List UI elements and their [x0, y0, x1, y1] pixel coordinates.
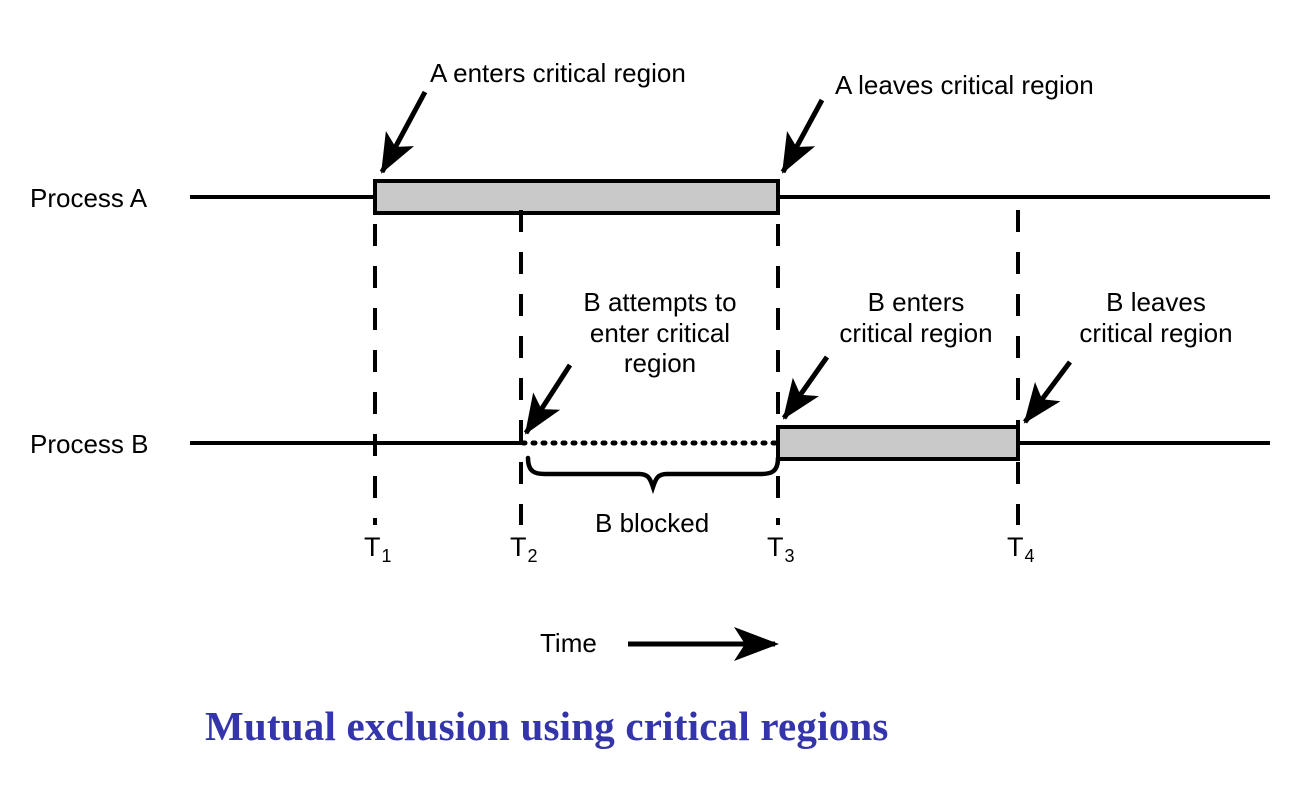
b-blocked-brace: [525, 455, 781, 495]
arrow-a-leaves-critical-region: [780, 98, 825, 174]
time-label-t3: T3: [767, 532, 795, 566]
time-label-t3-base: T: [767, 532, 784, 562]
annotation-b-attempts-line-1: B attempts to: [583, 287, 737, 317]
arrow-b-enters-critical-region: [781, 355, 830, 420]
time-label-t3-sub: 3: [784, 546, 795, 566]
process-b-critical-region-bar: [776, 425, 1020, 461]
time-marker-lines: [373, 182, 1020, 525]
annotation-b-attempts-enter-critical-region: B attempts to enter critical region: [560, 287, 760, 379]
diagram-caption: Mutual exclusion using critical regions: [205, 703, 889, 749]
b-blocked-label: B blocked: [595, 508, 710, 538]
time-label-t2-sub: 2: [527, 546, 538, 566]
annotation-b-enters-critical-region: B enters critical region: [820, 287, 1012, 348]
time-label-t1-base: T: [364, 532, 381, 562]
process-a-track: [190, 179, 1270, 215]
annotation-b-attempts-line-2: enter critical: [589, 317, 731, 348]
time-axis-label: Time: [540, 628, 597, 658]
annotation-a-leaves-critical-region: A leaves critical region: [835, 70, 1094, 100]
process-a-label: Process A: [30, 183, 148, 213]
process-a-critical-region-bar: [373, 179, 780, 215]
arrow-b-leaves-critical-region: [1023, 360, 1072, 424]
time-label-t1-sub: 1: [381, 546, 392, 566]
arrow-a-enters-critical-region: [379, 90, 428, 174]
annotation-arrows: [379, 90, 1072, 435]
annotation-b-leaves-critical-region: B leaves critical region: [1060, 287, 1252, 348]
annotation-b-enters-line-1: B enters: [867, 287, 965, 317]
time-label-t2-base: T: [510, 532, 527, 562]
time-label-t4: T4: [1007, 532, 1035, 566]
time-label-t2: T2: [510, 532, 538, 566]
annotation-b-attempts-line-3: region: [623, 348, 697, 379]
arrow-b-attempts-enter-critical-region: [523, 363, 573, 435]
annotation-b-enters-line-2: critical region: [839, 317, 993, 348]
process-b-track: [190, 425, 1270, 461]
annotation-a-enters-critical-region: A enters critical region: [430, 58, 686, 88]
time-label-t1: T1: [364, 532, 392, 566]
annotation-b-leaves-line-2: critical region: [1079, 317, 1233, 348]
annotation-b-leaves-line-1: B leaves: [1106, 287, 1206, 317]
time-label-t4-base: T: [1007, 532, 1024, 562]
process-b-label: Process B: [30, 429, 149, 459]
time-label-t4-sub: 4: [1024, 546, 1035, 566]
